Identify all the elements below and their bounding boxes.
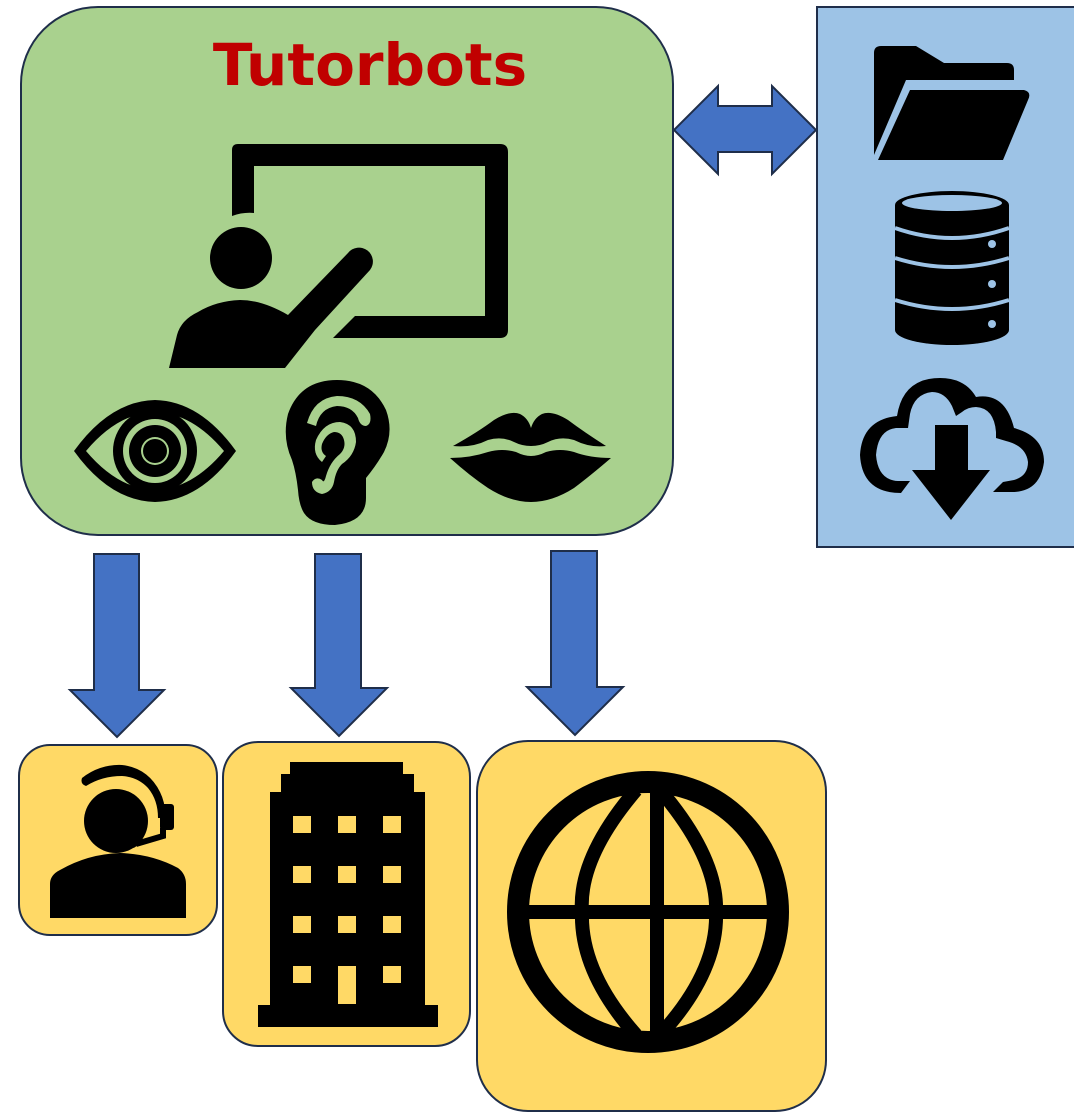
globe-icon bbox=[500, 770, 800, 1060]
eye-icon bbox=[70, 395, 240, 507]
headset-agent-icon bbox=[45, 760, 190, 920]
down-arrow-2 bbox=[286, 550, 392, 740]
ear-icon bbox=[270, 372, 410, 532]
bidirectional-arrow bbox=[670, 80, 820, 180]
teacher-board-icon bbox=[160, 140, 520, 380]
office-building-icon bbox=[255, 755, 440, 1030]
page-title: Tutorbots bbox=[212, 31, 528, 99]
database-icon bbox=[892, 188, 1012, 348]
down-arrow-3 bbox=[522, 548, 628, 738]
down-arrow-1 bbox=[66, 550, 170, 740]
cloud-download-icon bbox=[855, 372, 1055, 527]
folder-icon bbox=[868, 40, 1038, 165]
lips-icon bbox=[445, 405, 615, 505]
